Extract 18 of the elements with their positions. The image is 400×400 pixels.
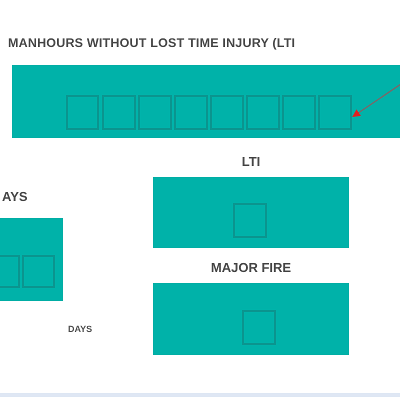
digit-box: [102, 95, 136, 130]
digit-box: [22, 255, 55, 288]
digit-box: [246, 95, 280, 130]
digit-box: [174, 95, 208, 130]
panel-heading: LTI: [240, 155, 262, 168]
arrow: [352, 81, 400, 118]
panel-heading: AYS: [2, 190, 28, 203]
unit-label: DAYS: [68, 323, 92, 336]
digit-box: [210, 95, 244, 130]
panel-heading: MANHOURS WITHOUT LOST TIME INJURY (LTI: [8, 37, 296, 50]
digit-box: [66, 95, 99, 130]
digit-box: [282, 95, 316, 130]
digit-box: [242, 310, 276, 345]
digit-box: [233, 203, 267, 238]
digit-box: [318, 95, 352, 130]
digit-box: [0, 255, 20, 288]
digit-box: [138, 95, 172, 130]
panel-heading: MAJOR FIRE: [210, 261, 292, 274]
